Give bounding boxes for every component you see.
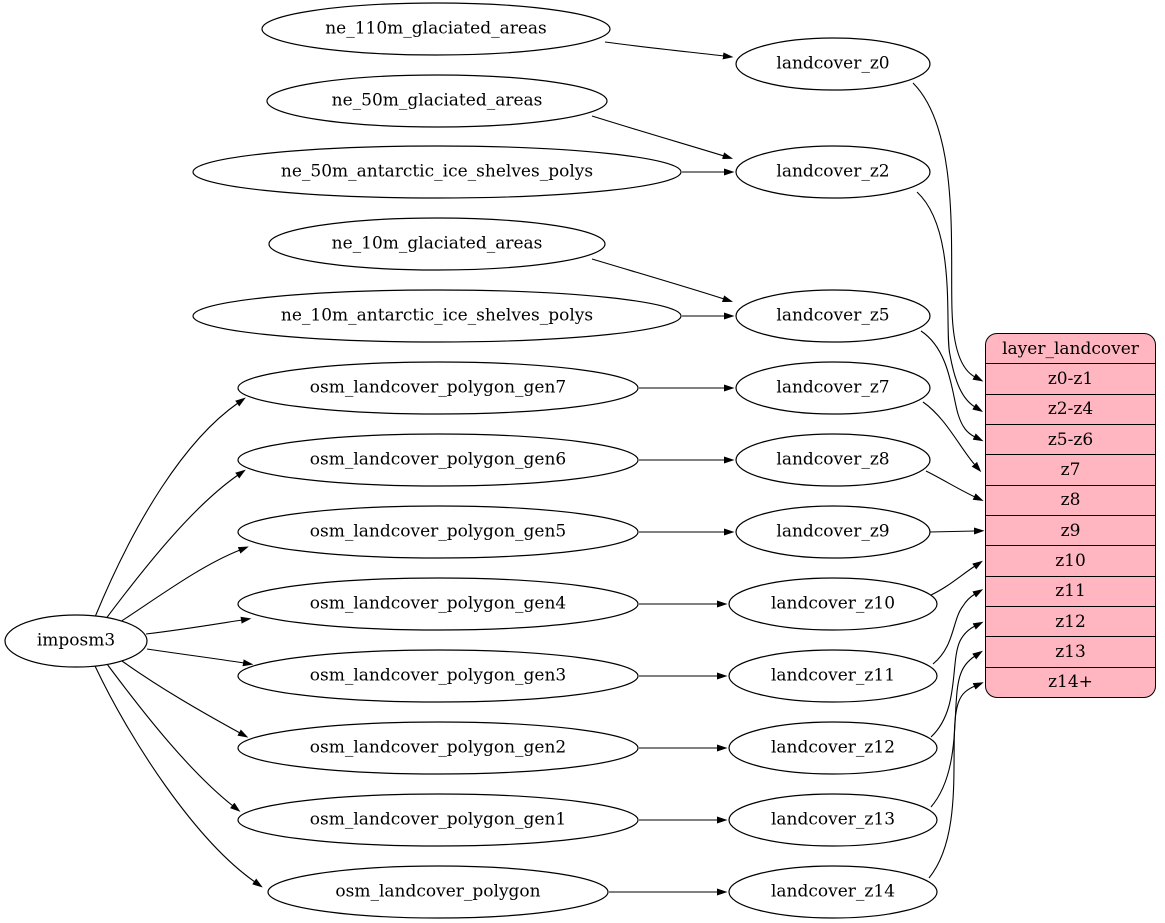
node-label-ne_10m_glaciated_areas: ne_10m_glaciated_areas — [331, 233, 543, 254]
record-title: layer_landcover — [1002, 338, 1139, 359]
edge-landcover_z5-to-row-z5-z6 — [920, 330, 984, 442]
node-ellipse-imposm3 — [4, 614, 148, 668]
edge-landcover_z10-to-row-z10 — [930, 560, 983, 596]
record-node-layer-landcover: layer_landcover z0-z1 z2-z4 z5-z6 z7 z8 … — [985, 333, 1156, 698]
node-ellipse-osm_landcover_polygon_gen5 — [237, 505, 639, 559]
record-row-z14: z14+ — [986, 666, 1155, 697]
node-label-landcover_z11: landcover_z11 — [770, 665, 896, 686]
record-row-z0-z1: z0-z1 — [986, 363, 1155, 393]
node-ellipse-osm_landcover_polygon — [267, 865, 609, 919]
node-ellipse-landcover_z0 — [735, 37, 931, 91]
node-ellipse-landcover_z2 — [735, 145, 931, 199]
record-row-z9: z9 — [986, 514, 1155, 545]
node-ellipse-landcover_z13 — [728, 793, 938, 847]
node-label-osm_landcover_polygon_gen5: osm_landcover_polygon_gen5 — [309, 521, 567, 542]
edge-imposm3-to-osm_landcover_polygon_gen1 — [106, 663, 241, 812]
node-ellipse-landcover_z7 — [735, 361, 931, 415]
node-ellipse-landcover_z9 — [735, 505, 931, 559]
node-label-landcover_z2: landcover_z2 — [776, 161, 890, 182]
record-row-z2-z4: z2-z4 — [986, 393, 1155, 424]
edge-ne_110m_glaciated_areas-to-landcover_z0 — [604, 41, 734, 60]
node-label-landcover_z7: landcover_z7 — [776, 377, 890, 398]
node-ellipse-landcover_z5 — [735, 289, 931, 343]
node-label-landcover_z14: landcover_z14 — [770, 881, 896, 902]
node-label-ne_10m_antarctic_ice_shelves_polys: ne_10m_antarctic_ice_shelves_polys — [280, 305, 594, 326]
node-ellipse-ne_50m_antarctic_ice_shelves_polys — [192, 145, 682, 199]
record-row-z5-z6: z5-z6 — [986, 423, 1155, 454]
node-label-landcover_z5: landcover_z5 — [776, 305, 890, 326]
node-label-landcover_z0: landcover_z0 — [776, 53, 890, 74]
node-ellipse-landcover_z10 — [728, 577, 938, 631]
edge-landcover_z2-to-row-z2-z4 — [916, 191, 984, 412]
record-row-z11: z11 — [986, 575, 1155, 606]
edge-landcover_z13-to-row-z13 — [930, 650, 983, 808]
node-label-osm_landcover_polygon_gen6: osm_landcover_polygon_gen6 — [309, 449, 567, 470]
edge-ne_10m_glaciated_areas-to-landcover_z5 — [591, 258, 734, 303]
edge-landcover_z8-to-row-z8 — [925, 470, 984, 502]
edge-imposm3-to-osm_landcover_polygon_gen6 — [104, 469, 246, 621]
node-label-osm_landcover_polygon: osm_landcover_polygon — [335, 881, 541, 902]
node-ellipse-ne_10m_glaciated_areas — [268, 217, 606, 271]
node-label-landcover_z8: landcover_z8 — [776, 449, 890, 470]
edge-imposm3-to-osm_landcover_polygon_gen4 — [145, 616, 252, 635]
edge-imposm3-to-osm_landcover_polygon_gen3 — [146, 648, 254, 667]
node-label-ne_50m_antarctic_ice_shelves_polys: ne_50m_antarctic_ice_shelves_polys — [280, 161, 594, 182]
node-ellipse-osm_landcover_polygon_gen3 — [237, 649, 639, 703]
node-ellipse-ne_10m_antarctic_ice_shelves_polys — [192, 289, 682, 343]
edge-landcover_z14-to-row-z14 — [928, 682, 984, 879]
edge-imposm3-to-osm_landcover_polygon_gen7 — [94, 397, 246, 618]
node-ellipse-osm_landcover_polygon_gen1 — [237, 793, 639, 847]
edge-landcover_z9-to-row-z9 — [929, 527, 985, 535]
node-label-osm_landcover_polygon_gen2: osm_landcover_polygon_gen2 — [309, 737, 567, 758]
edge-imposm3-to-osm_landcover_polygon — [94, 665, 263, 888]
node-label-ne_110m_glaciated_areas: ne_110m_glaciated_areas — [325, 18, 547, 39]
node-ellipse-osm_landcover_polygon_gen2 — [237, 721, 639, 775]
node-label-osm_landcover_polygon_gen3: osm_landcover_polygon_gen3 — [309, 665, 567, 686]
edge-landcover_z12-to-row-z12 — [930, 621, 984, 738]
node-ellipse-landcover_z12 — [728, 721, 938, 775]
edge-ne_50m_glaciated_areas-to-landcover_z2 — [591, 115, 734, 160]
node-label-landcover_z9: landcover_z9 — [776, 521, 890, 542]
record-row-z7: z7 — [986, 454, 1155, 484]
edge-landcover_z7-to-row-z7 — [922, 401, 982, 473]
node-ellipse-osm_landcover_polygon_gen4 — [237, 577, 639, 631]
edge-imposm3-to-osm_landcover_polygon_gen5 — [116, 546, 249, 625]
node-ellipse-osm_landcover_polygon_gen7 — [237, 361, 639, 415]
node-label-osm_landcover_polygon_gen1: osm_landcover_polygon_gen1 — [309, 809, 567, 830]
node-ellipse-osm_landcover_polygon_gen6 — [237, 433, 639, 487]
node-label-osm_landcover_polygon_gen4: osm_landcover_polygon_gen4 — [309, 593, 567, 614]
node-ellipse-landcover_z11 — [728, 649, 938, 703]
node-label-osm_landcover_polygon_gen7: osm_landcover_polygon_gen7 — [309, 377, 567, 398]
edge-landcover_z0-to-row-z0-z1 — [912, 82, 984, 382]
node-label-imposm3: imposm3 — [36, 630, 116, 651]
node-label-landcover_z12: landcover_z12 — [770, 737, 896, 758]
record-row-z10: z10 — [986, 545, 1155, 575]
edge-landcover_z11-to-row-z11 — [932, 589, 984, 665]
node-ellipse-landcover_z14 — [728, 865, 938, 919]
node-label-landcover_z13: landcover_z13 — [770, 809, 896, 830]
node-ellipse-ne_110m_glaciated_areas — [261, 2, 611, 56]
node-ellipse-landcover_z8 — [735, 433, 931, 487]
node-ellipse-ne_50m_glaciated_areas — [266, 74, 608, 128]
node-label-ne_50m_glaciated_areas: ne_50m_glaciated_areas — [331, 90, 543, 111]
record-row-z13: z13 — [986, 636, 1155, 666]
node-label-landcover_z10: landcover_z10 — [770, 593, 896, 614]
edge-imposm3-to-osm_landcover_polygon_gen2 — [121, 660, 249, 738]
record-row-z8: z8 — [986, 484, 1155, 515]
record-row-z12: z12 — [986, 605, 1155, 636]
